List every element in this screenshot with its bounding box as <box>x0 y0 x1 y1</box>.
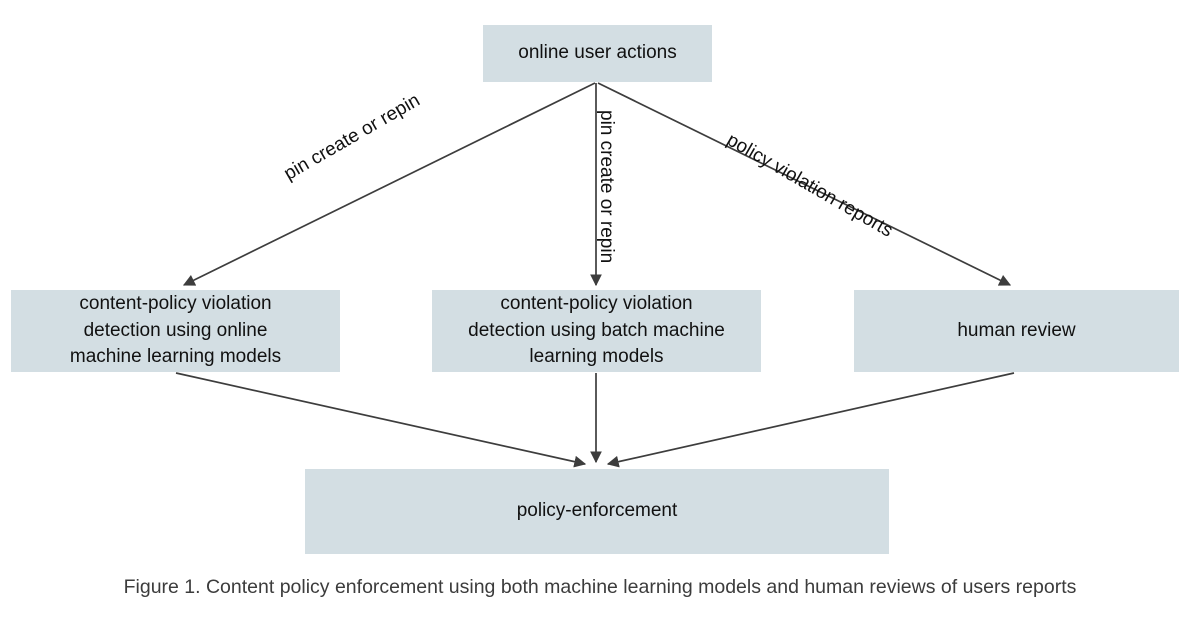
edge-human-review-to-enforcement <box>606 372 1015 468</box>
node-label-line-2: detection using online <box>83 319 268 341</box>
edge-source-to-human-review <box>597 82 1012 286</box>
node-label-line-2: detection using batch machine <box>468 319 725 341</box>
node-human-review[interactable]: human review <box>854 290 1179 372</box>
node-label: content-policy violation detection using… <box>468 291 725 372</box>
node-label: human review <box>957 319 1076 341</box>
node-batch-detection[interactable]: content-policy violation detection using… <box>432 290 761 372</box>
edge-source-to-online-detection <box>182 82 596 286</box>
figure-caption: Figure 1. Content policy enforcement usi… <box>123 576 1077 598</box>
node-label-line-1: content-policy violation <box>500 292 693 314</box>
node-label-line-3: machine learning models <box>69 346 282 368</box>
edge-online-detection-to-enforcement <box>175 372 587 468</box>
node-online-detection[interactable]: content-policy violation detection using… <box>11 290 340 372</box>
node-label-line-1: content-policy violation <box>79 292 272 314</box>
node-online-user-actions[interactable]: online user actions <box>483 25 712 82</box>
node-label-line-3: learning models <box>529 346 664 368</box>
node-label: policy-enforcement <box>516 500 678 522</box>
node-label: online user actions <box>518 42 677 64</box>
node-policy-enforcement[interactable]: policy-enforcement <box>305 469 889 554</box>
node-label: content-policy violation detection using… <box>70 291 281 372</box>
